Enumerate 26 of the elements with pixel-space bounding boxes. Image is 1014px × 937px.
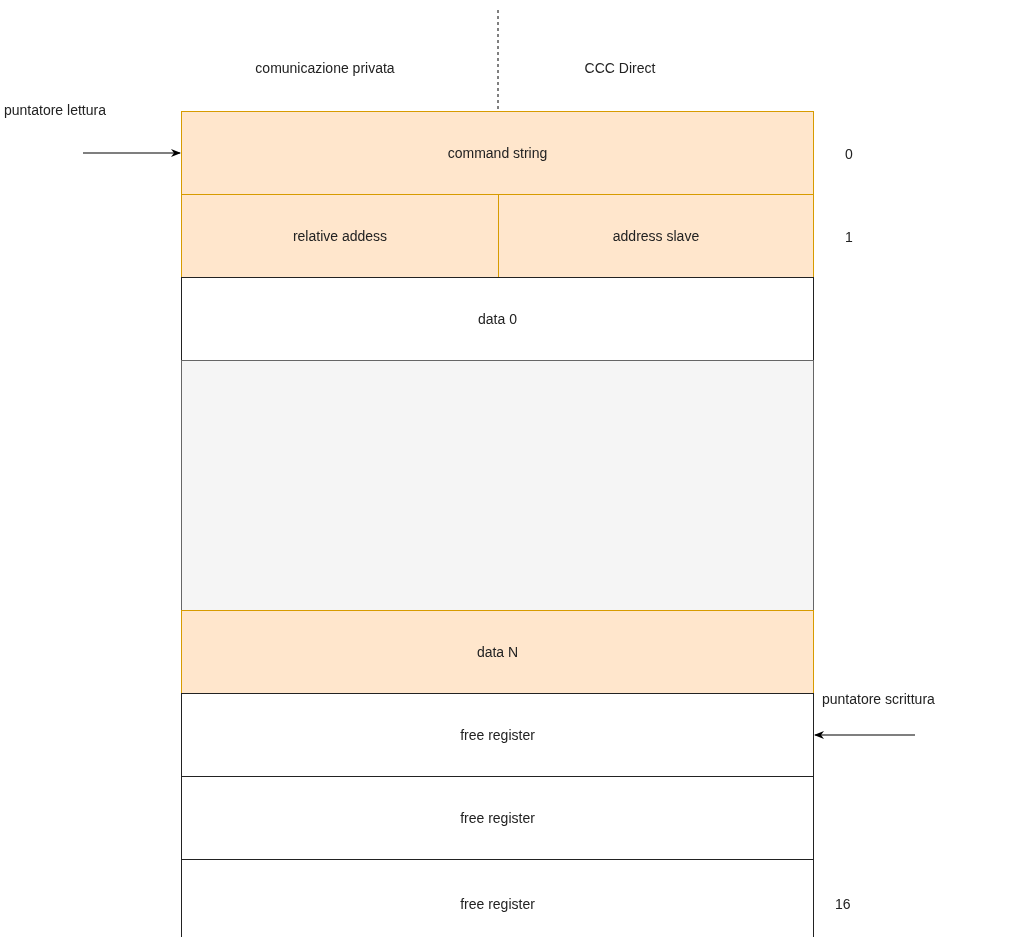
text-label: 0: [845, 145, 854, 164]
text-label: puntatore lettura: [4, 101, 107, 120]
cell-label: address slave: [612, 226, 700, 246]
pointer-arrow: [814, 731, 916, 739]
cell-label: command string: [447, 143, 548, 163]
memory-cell: [498, 194, 814, 278]
memory-cell: [181, 111, 814, 195]
cell-label: free register: [460, 725, 535, 745]
memory-cell: [181, 610, 814, 694]
cell-label: data 0: [478, 309, 517, 329]
cell-label: data N: [476, 642, 519, 662]
text-label: 16: [835, 895, 852, 914]
cell-label: relative addess: [292, 226, 388, 246]
text-label: CCC Direct: [583, 59, 657, 78]
memory-cell: [181, 693, 814, 777]
pointer-arrow: [82, 149, 181, 157]
memory-cell: [181, 277, 814, 361]
memory-cell: [181, 859, 814, 937]
text-label: puntatore scrittura: [822, 690, 936, 709]
cell-label: free register: [460, 894, 535, 914]
empty-region: [181, 360, 814, 611]
text-label: comunicazione privata: [254, 59, 396, 78]
cell-label: free register: [460, 808, 535, 828]
memory-cell: [181, 776, 814, 860]
text-label: 1: [845, 228, 854, 247]
memory-cell: [181, 194, 499, 278]
